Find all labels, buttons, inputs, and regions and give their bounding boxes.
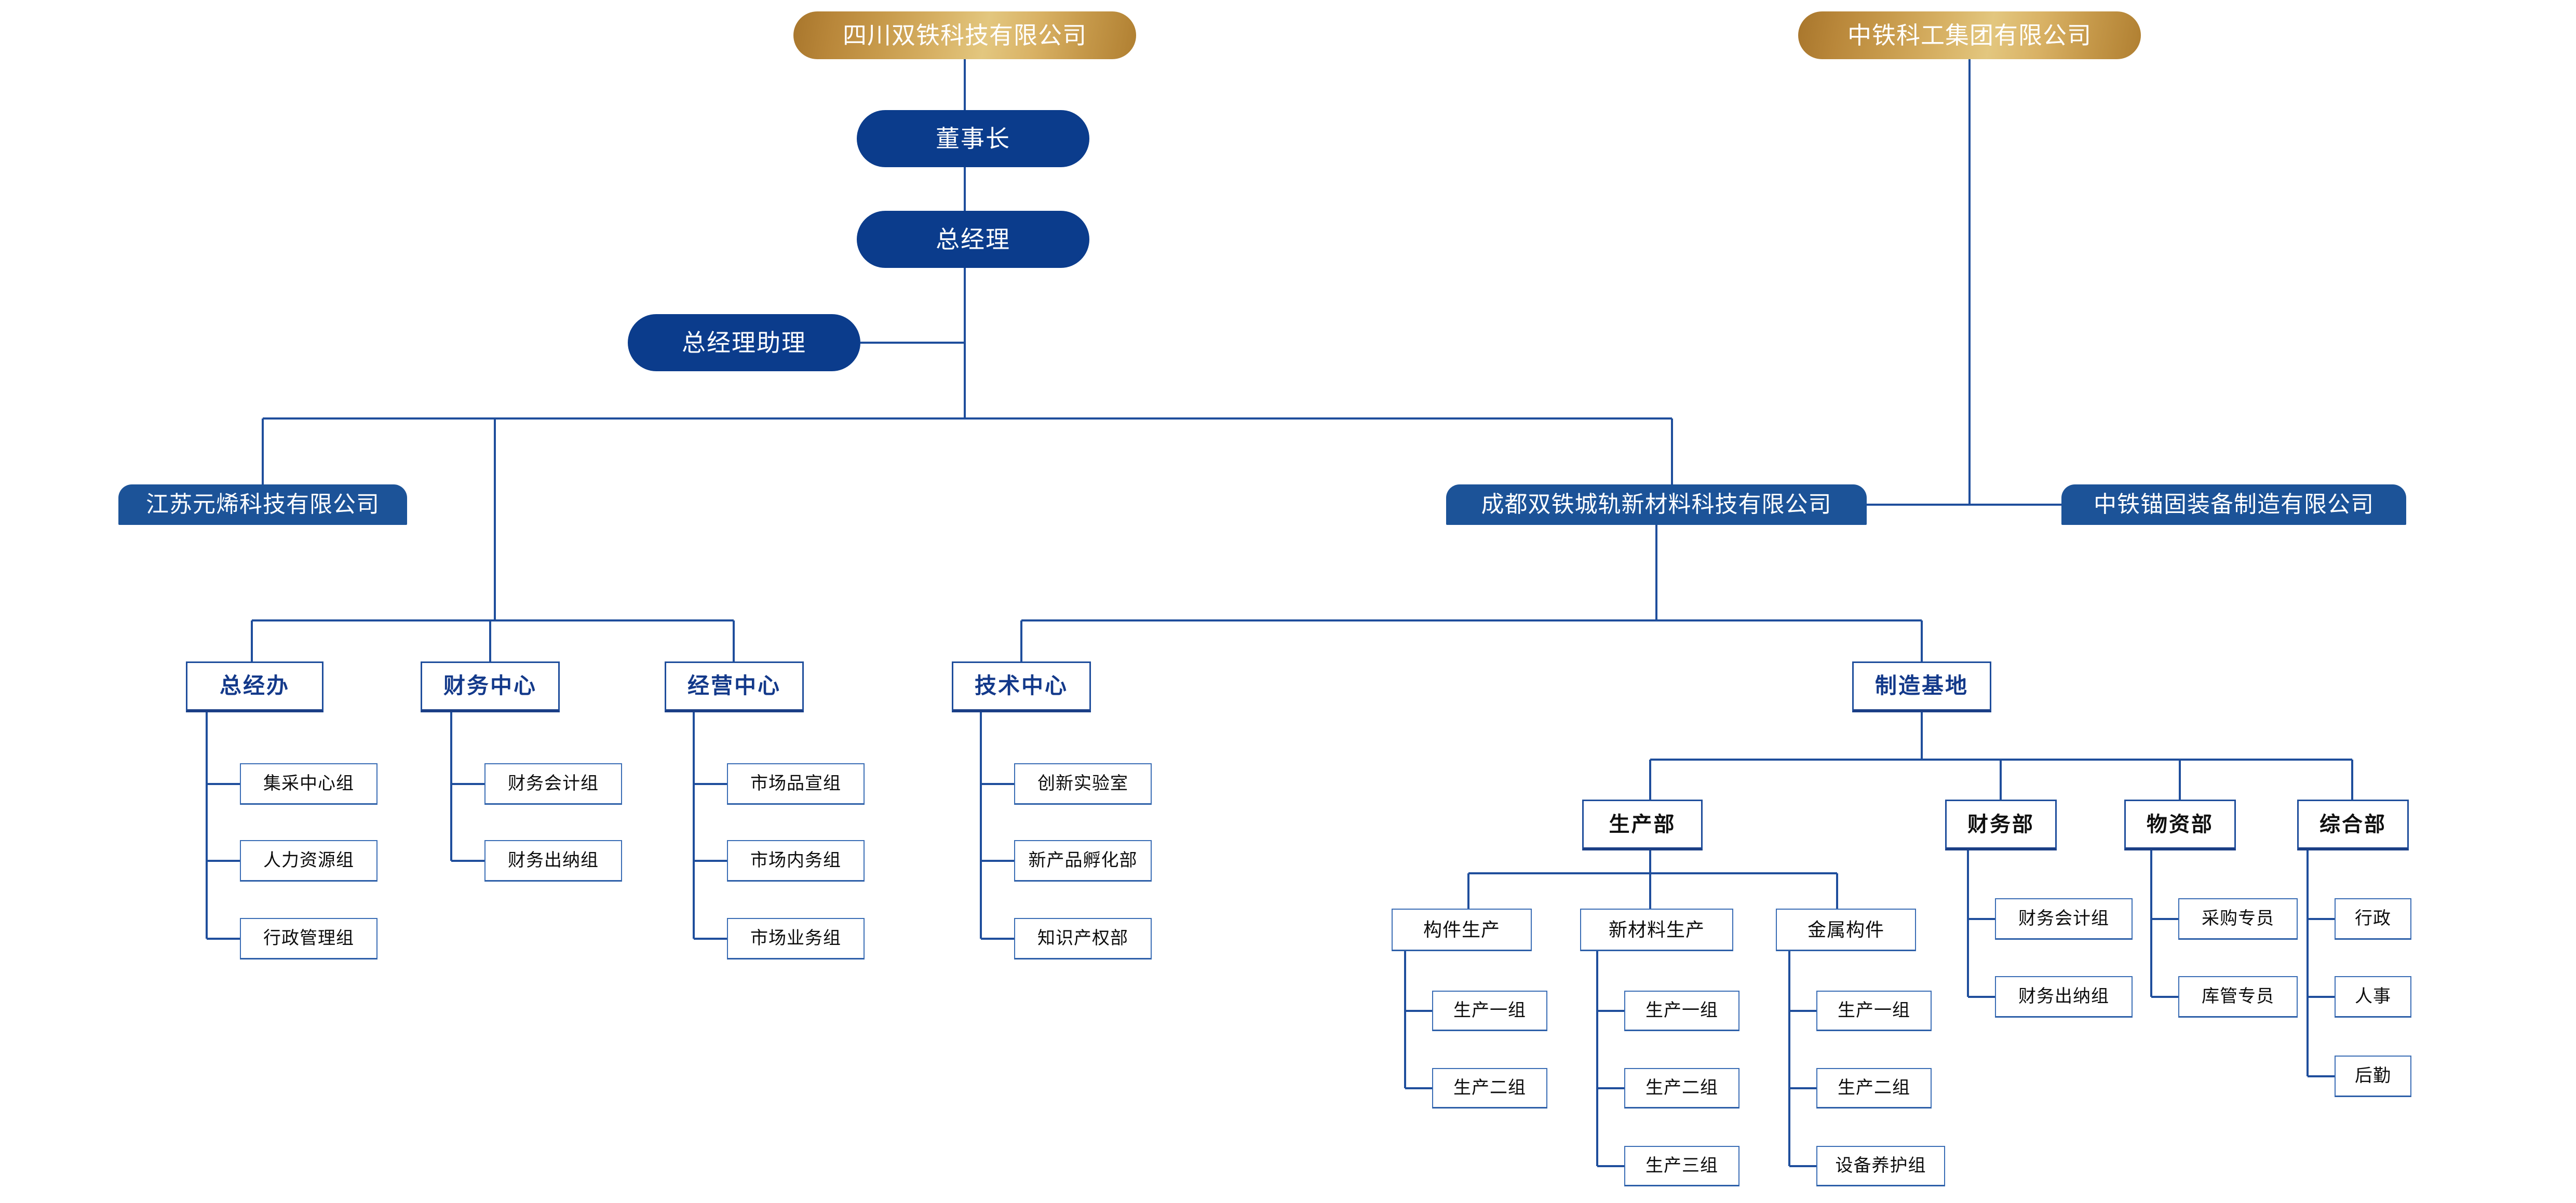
node-label: 财务部 — [1967, 813, 2034, 836]
node-leaf-operations-center[interactable]: 市场业务组 — [727, 918, 865, 959]
node-label: 生产二组 — [1453, 1077, 1526, 1098]
node-label: 总经办 — [219, 673, 290, 698]
node-leaf-newmaterial-production[interactable]: 生产一组 — [1624, 991, 1739, 1031]
node-leaf-materials-dept[interactable]: 库管专员 — [2178, 976, 2298, 1018]
node-label: 金属构件 — [1807, 918, 1884, 940]
node-gm-assistant[interactable]: 总经理助理 — [628, 314, 860, 371]
node-label: 财务中心 — [443, 673, 537, 698]
node-leaf-component-production[interactable]: 生产一组 — [1432, 991, 1547, 1031]
node-label: 行政管理组 — [263, 928, 354, 948]
node-label: 成都双铁城轨新材料科技有限公司 — [1481, 491, 1832, 517]
node-label: 生产三组 — [1646, 1155, 1718, 1175]
node-center-manufacturing-base[interactable]: 制造基地 — [1852, 661, 1991, 712]
node-leaf-general-affairs-dept[interactable]: 后勤 — [2335, 1056, 2411, 1097]
node-dept-materials[interactable]: 物资部 — [2124, 800, 2236, 850]
node-leaf-gm-office[interactable]: 集采中心组 — [240, 763, 377, 805]
node-center-finance[interactable]: 财务中心 — [421, 661, 560, 712]
node-label: 知识产权部 — [1037, 928, 1128, 948]
node-label: 行政 — [2355, 908, 2391, 928]
node-general-manager[interactable]: 总经理 — [857, 211, 1089, 268]
node-label: 新产品孵化部 — [1028, 850, 1138, 870]
node-label: 物资部 — [2147, 813, 2214, 836]
node-label: 生产二组 — [1838, 1077, 1910, 1098]
node-label: 市场品宣组 — [750, 773, 841, 793]
node-label: 四川双铁科技有限公司 — [843, 21, 1087, 49]
node-center-gm-office[interactable]: 总经办 — [186, 661, 323, 712]
node-label: 人力资源组 — [263, 850, 354, 870]
node-label: 总经理 — [936, 225, 1010, 253]
node-subsidiary-jiangsu[interactable]: 江苏元烯科技有限公司 — [118, 484, 407, 525]
node-label: 中铁科工集团有限公司 — [1847, 21, 2092, 49]
node-unit-metal-component[interactable]: 金属构件 — [1776, 909, 1916, 951]
node-label: 设备养护组 — [1835, 1155, 1926, 1175]
node-label: 生产一组 — [1646, 1000, 1718, 1020]
node-label: 技术中心 — [974, 673, 1068, 698]
node-label: 财务会计组 — [508, 773, 599, 793]
node-label: 董事长 — [936, 125, 1010, 152]
node-label: 市场业务组 — [750, 928, 841, 948]
node-center-technology[interactable]: 技术中心 — [952, 661, 1091, 712]
node-label: 制造基地 — [1874, 673, 1968, 698]
node-leaf-technology-center[interactable]: 知识产权部 — [1014, 918, 1152, 959]
node-leaf-newmaterial-production[interactable]: 生产三组 — [1624, 1146, 1739, 1186]
node-label: 集采中心组 — [263, 773, 354, 793]
node-label: 生产一组 — [1453, 1000, 1526, 1020]
node-dept-general-affairs[interactable]: 综合部 — [2297, 800, 2409, 850]
node-subsidiary-anchor-equipment[interactable]: 中铁锚固装备制造有限公司 — [2061, 484, 2406, 525]
node-leaf-finance-center[interactable]: 财务出纳组 — [484, 840, 622, 882]
node-label: 构件生产 — [1423, 918, 1500, 940]
node-leaf-gm-office[interactable]: 人力资源组 — [240, 840, 377, 882]
node-dept-finance[interactable]: 财务部 — [1945, 800, 2057, 850]
node-leaf-metal-component[interactable]: 生产二组 — [1816, 1068, 1932, 1109]
node-label: 综合部 — [2319, 813, 2386, 836]
node-label: 后勤 — [2355, 1065, 2391, 1086]
node-leaf-operations-center[interactable]: 市场品宣组 — [727, 763, 865, 805]
node-label: 财务出纳组 — [508, 850, 599, 870]
node-leaf-component-production[interactable]: 生产二组 — [1432, 1068, 1547, 1109]
node-center-operations[interactable]: 经营中心 — [665, 661, 804, 712]
node-leaf-metal-component[interactable]: 生产一组 — [1816, 991, 1932, 1031]
node-leaf-metal-component[interactable]: 设备养护组 — [1816, 1146, 1945, 1186]
node-label: 新材料生产 — [1608, 918, 1705, 940]
node-leaf-technology-center[interactable]: 新产品孵化部 — [1014, 840, 1152, 882]
node-unit-component-production[interactable]: 构件生产 — [1392, 909, 1532, 951]
node-label: 生产部 — [1609, 813, 1676, 836]
node-leaf-technology-center[interactable]: 创新实验室 — [1014, 763, 1152, 805]
node-leaf-materials-dept[interactable]: 采购专员 — [2178, 898, 2298, 940]
node-label: 库管专员 — [2202, 986, 2274, 1006]
node-label: 总经理助理 — [682, 329, 806, 356]
node-label: 财务会计组 — [2018, 908, 2109, 928]
node-label: 人事 — [2355, 986, 2391, 1006]
node-label: 生产二组 — [1646, 1077, 1718, 1098]
node-chairman[interactable]: 董事长 — [857, 110, 1089, 167]
node-label: 生产一组 — [1838, 1000, 1910, 1020]
node-parent-company-crcg[interactable]: 中铁科工集团有限公司 — [1798, 11, 2141, 59]
node-label: 财务出纳组 — [2018, 986, 2109, 1006]
node-leaf-finance-dept[interactable]: 财务会计组 — [1995, 898, 2133, 940]
node-leaf-general-affairs-dept[interactable]: 人事 — [2335, 976, 2411, 1018]
node-label: 经营中心 — [687, 673, 781, 698]
node-leaf-finance-dept[interactable]: 财务出纳组 — [1995, 976, 2133, 1018]
node-label: 市场内务组 — [750, 850, 841, 870]
node-unit-newmaterial-production[interactable]: 新材料生产 — [1580, 909, 1733, 951]
node-dept-production[interactable]: 生产部 — [1582, 800, 1703, 850]
node-leaf-finance-center[interactable]: 财务会计组 — [484, 763, 622, 805]
node-leaf-general-affairs-dept[interactable]: 行政 — [2335, 898, 2411, 940]
node-leaf-operations-center[interactable]: 市场内务组 — [727, 840, 865, 882]
node-leaf-gm-office[interactable]: 行政管理组 — [240, 918, 377, 959]
node-label: 创新实验室 — [1037, 773, 1128, 793]
node-subsidiary-chengdu[interactable]: 成都双铁城轨新材料科技有限公司 — [1446, 484, 1867, 525]
node-label: 江苏元烯科技有限公司 — [146, 491, 380, 517]
node-leaf-newmaterial-production[interactable]: 生产二组 — [1624, 1068, 1739, 1109]
node-label: 采购专员 — [2202, 908, 2274, 928]
node-parent-company-sichuan[interactable]: 四川双铁科技有限公司 — [793, 11, 1136, 59]
node-label: 中铁锚固装备制造有限公司 — [2094, 491, 2374, 517]
